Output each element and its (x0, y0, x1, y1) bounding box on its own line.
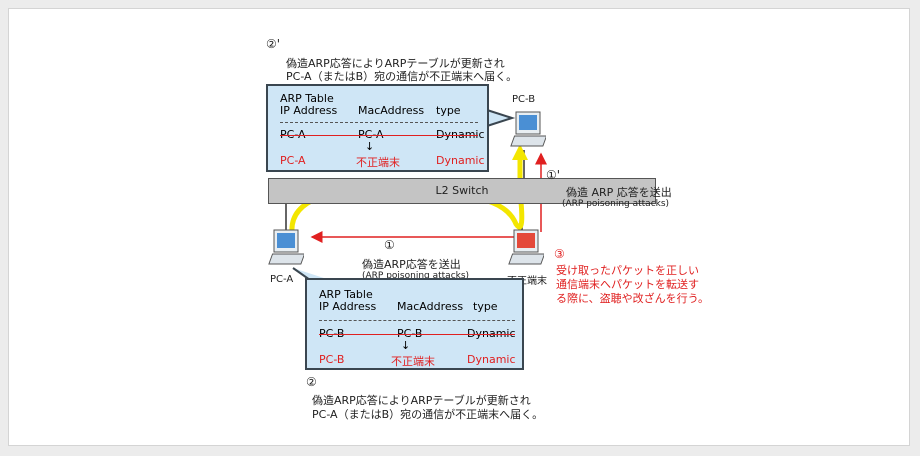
top-table-new-type: Dynamic (436, 154, 485, 167)
top-table-header-type: type (436, 104, 461, 117)
step1-line2: (ARP poisoning attacks) (362, 271, 470, 281)
bottom-table-strike (319, 334, 515, 335)
traffic-path-arrowhead (512, 144, 528, 160)
bottom-table-header-mac: MacAddress (397, 300, 464, 313)
bottom-table-new-mac: 不正端末 (391, 355, 435, 368)
step3-line2: 通信端末へパケットを転送す (556, 278, 699, 291)
step3-line3: る際に、盗聴や改ざんを行う。 (556, 292, 710, 305)
bottom-table-title: ARP Table (319, 288, 373, 301)
top-arp-table: ARP Table IP Address MacAddress type PC-… (266, 84, 489, 172)
l2-switch-label: L2 Switch (435, 184, 489, 197)
bottom-table-old-mac: PC-B (397, 327, 423, 340)
top-table-arrow: ↓ (365, 140, 375, 153)
top-callout-pointer (486, 109, 516, 127)
top-table-old-ip: PC-A (280, 128, 306, 141)
top-table-strike (280, 135, 478, 136)
bottom-note-line1: 偽造ARP応答によりARPテーブルが更新され (312, 394, 531, 407)
top-table-divider (280, 122, 478, 123)
bottom-table-old-type: Dynamic (467, 327, 516, 340)
step1-prime-marker: ①' (546, 168, 561, 182)
bottom-table-arrow: ↓ (401, 339, 411, 352)
bottom-table-old-ip: PC-B (319, 327, 345, 340)
bottom-table-divider (319, 320, 515, 321)
step1-prime-line1: 偽造 ARP 応答を送出 (566, 186, 672, 199)
top-table-header-ip: IP Address (280, 104, 338, 117)
top-table-new-ip: PC-A (280, 154, 306, 167)
bottom-note-marker: ② (306, 375, 317, 389)
figure-frame (8, 8, 910, 446)
l2-switch: L2 Switch (268, 178, 656, 204)
top-note-line1: 偽造ARP応答によりARPテーブルが更新され (286, 57, 505, 70)
bottom-arp-table: ARP Table IP Address MacAddress type PC-… (305, 278, 524, 370)
top-note-line2: PC-A（またはB）宛の通信が不正端末へ届く。 (286, 70, 518, 83)
bottom-note-line2: PC-A（またはB）宛の通信が不正端末へ届く。 (312, 408, 544, 421)
top-table-old-mac: PC-A (358, 128, 384, 141)
bottom-table-header-type: type (473, 300, 498, 313)
pc-a-label: PC-A (270, 274, 294, 285)
step1-marker: ① (384, 238, 395, 252)
step1-line1: 偽造ARP応答を送出 (362, 258, 461, 271)
top-table-title: ARP Table (280, 92, 334, 105)
rogue-terminal-label: 不正端末 (507, 276, 547, 287)
bottom-table-header-ip: IP Address (319, 300, 377, 313)
top-table-old-type: Dynamic (436, 128, 485, 141)
top-table-header-mac: MacAddress (358, 104, 425, 117)
bottom-table-new-type: Dynamic (467, 353, 516, 366)
step1-prime-line2: (ARP poisoning attacks) (562, 199, 670, 209)
step3-line1: 受け取ったパケットを正しい (556, 264, 699, 277)
pc-b-label: PC-B (512, 94, 536, 105)
top-table-new-mac: 不正端末 (356, 156, 400, 169)
top-note-marker: ②' (266, 37, 281, 51)
step3-marker: ③ (554, 247, 565, 261)
bottom-table-new-ip: PC-B (319, 353, 345, 366)
